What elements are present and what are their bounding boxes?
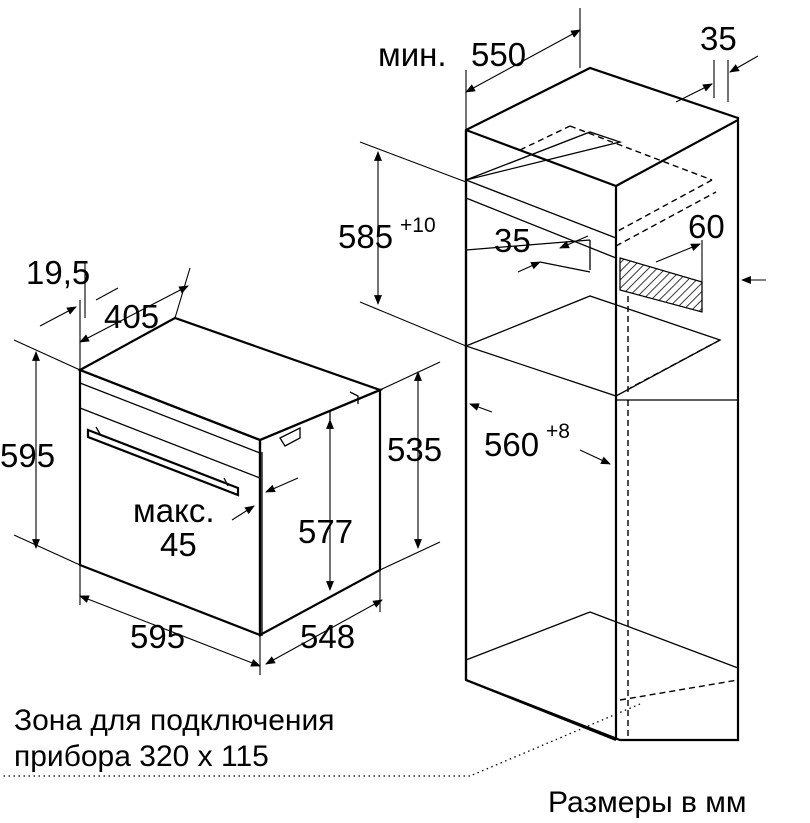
label-max: макс. [133, 492, 215, 529]
connection-zone-line1: Зона для подключения [14, 704, 334, 737]
label-niche-width-tolerance: +8 [546, 420, 570, 443]
label-niche-height: 585 [338, 218, 393, 255]
label-oven-depth: 548 [300, 618, 355, 655]
niche-drawing [0, 8, 766, 777]
label-niche-height-tolerance: +10 [400, 214, 436, 237]
label-niche-back-gap: 35 [700, 20, 737, 57]
connection-zone-line2: прибора 320 x 115 [14, 740, 269, 773]
oven-drawing [13, 262, 441, 675]
label-trim-offset: 19,5 [26, 254, 90, 291]
vent-hatch [619, 257, 703, 313]
labels: 19,5 405 595 535 577 макс. 45 595 548 ми… [0, 20, 747, 819]
label-vent-gap: 35 [494, 222, 531, 259]
label-oven-width: 595 [130, 618, 185, 655]
label-oven-height: 595 [0, 437, 55, 474]
label-niche-width: 560 [484, 426, 539, 463]
label-vent-depth: 60 [688, 208, 725, 245]
label-max-value: 45 [160, 526, 197, 563]
label-niche-min: мин. [378, 36, 447, 73]
units-label: Размеры в мм [548, 786, 747, 819]
oven-top-face [77, 316, 384, 442]
label-niche-depth: 550 [471, 36, 526, 73]
label-oven-width-top: 405 [104, 298, 159, 335]
oven-handle [86, 428, 240, 497]
niche-outline [464, 66, 740, 742]
label-oven-body-height: 535 [387, 431, 442, 468]
label-oven-inner-height: 577 [298, 513, 353, 550]
